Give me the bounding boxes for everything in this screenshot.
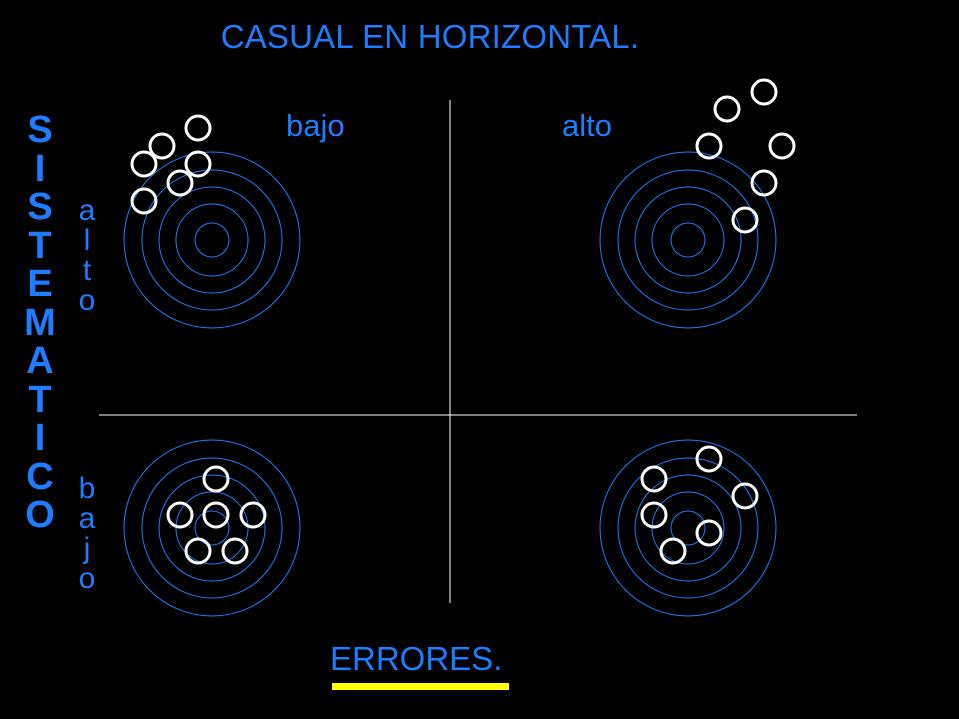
target-ring — [141, 169, 283, 311]
shots-bottom-left — [166, 465, 267, 565]
target-ring — [634, 474, 742, 582]
shot-mark — [148, 132, 176, 160]
shot-mark — [731, 206, 759, 234]
shot-mark — [695, 519, 723, 547]
side-letter: T — [28, 224, 52, 267]
shots-top-left — [130, 114, 212, 215]
row-letter: o — [78, 562, 96, 595]
side-letter: A — [26, 340, 54, 382]
shots-bottom-right — [640, 445, 759, 565]
row-letter: o — [78, 284, 96, 317]
side-letter: O — [25, 494, 55, 536]
row-letter: a — [78, 502, 96, 535]
target-top-right — [599, 151, 777, 329]
target-ring — [123, 151, 301, 329]
target-ring — [175, 491, 249, 565]
row-letter: b — [78, 472, 96, 505]
target-ring — [617, 169, 759, 311]
row-letter: a — [78, 194, 96, 227]
shot-mark — [202, 465, 230, 493]
shot-mark — [239, 501, 267, 529]
column-label-high: alto — [562, 108, 612, 143]
shots-top-right — [695, 78, 796, 234]
shot-mark — [184, 150, 212, 178]
target-ring — [599, 151, 777, 329]
target-top-left — [123, 151, 301, 329]
target-ring — [158, 474, 266, 582]
target-ring — [123, 439, 301, 617]
target-bullseye — [670, 222, 706, 258]
row-letter: t — [82, 254, 92, 287]
target-bullseye — [194, 222, 230, 258]
shot-mark — [659, 537, 687, 565]
footer-underline — [332, 683, 509, 690]
target-ring — [651, 491, 725, 565]
page-title: CASUAL EN HORIZONTAL. — [220, 18, 640, 55]
target-bottom-left — [123, 439, 301, 617]
target-ring — [141, 457, 283, 599]
row-label-high: a l t o — [70, 196, 104, 316]
row-label-low: b a j o — [70, 474, 104, 594]
shot-mark — [130, 150, 158, 178]
target-ring — [617, 457, 759, 599]
shot-mark — [695, 132, 723, 160]
shot-mark — [166, 501, 194, 529]
target-ring — [634, 186, 742, 294]
shot-mark — [750, 78, 778, 106]
shot-mark — [202, 501, 230, 529]
side-letter: T — [28, 378, 52, 421]
shot-mark — [640, 465, 668, 493]
column-label-low: bajo — [286, 108, 345, 143]
target-bullseye — [670, 510, 706, 546]
side-letter: S — [27, 186, 53, 228]
shot-mark — [695, 445, 723, 473]
row-letter: j — [83, 532, 91, 565]
target-bottom-right — [599, 439, 777, 617]
shot-mark — [166, 169, 194, 197]
target-ring — [599, 439, 777, 617]
side-label-sistematico: S I S T E M A T I C O — [12, 111, 68, 535]
footer-caption: ERRORES. — [330, 640, 503, 677]
side-letter: E — [27, 263, 53, 305]
side-letter: I — [34, 147, 46, 190]
shot-mark — [184, 114, 212, 142]
shot-mark — [130, 187, 158, 215]
shot-mark — [184, 537, 212, 565]
shot-mark — [731, 482, 759, 510]
side-letter: S — [27, 109, 53, 151]
target-ring — [651, 203, 725, 277]
side-letter: I — [34, 417, 46, 459]
shot-mark — [713, 95, 741, 123]
shot-mark — [750, 169, 778, 197]
row-letter: l — [83, 224, 91, 257]
shot-mark — [768, 132, 796, 160]
target-bullseye — [194, 510, 230, 546]
target-ring — [158, 186, 266, 294]
target-ring — [175, 203, 249, 277]
shot-mark — [221, 537, 249, 565]
shot-mark — [640, 501, 668, 529]
side-letter: M — [24, 301, 56, 344]
side-letter: C — [26, 455, 54, 498]
